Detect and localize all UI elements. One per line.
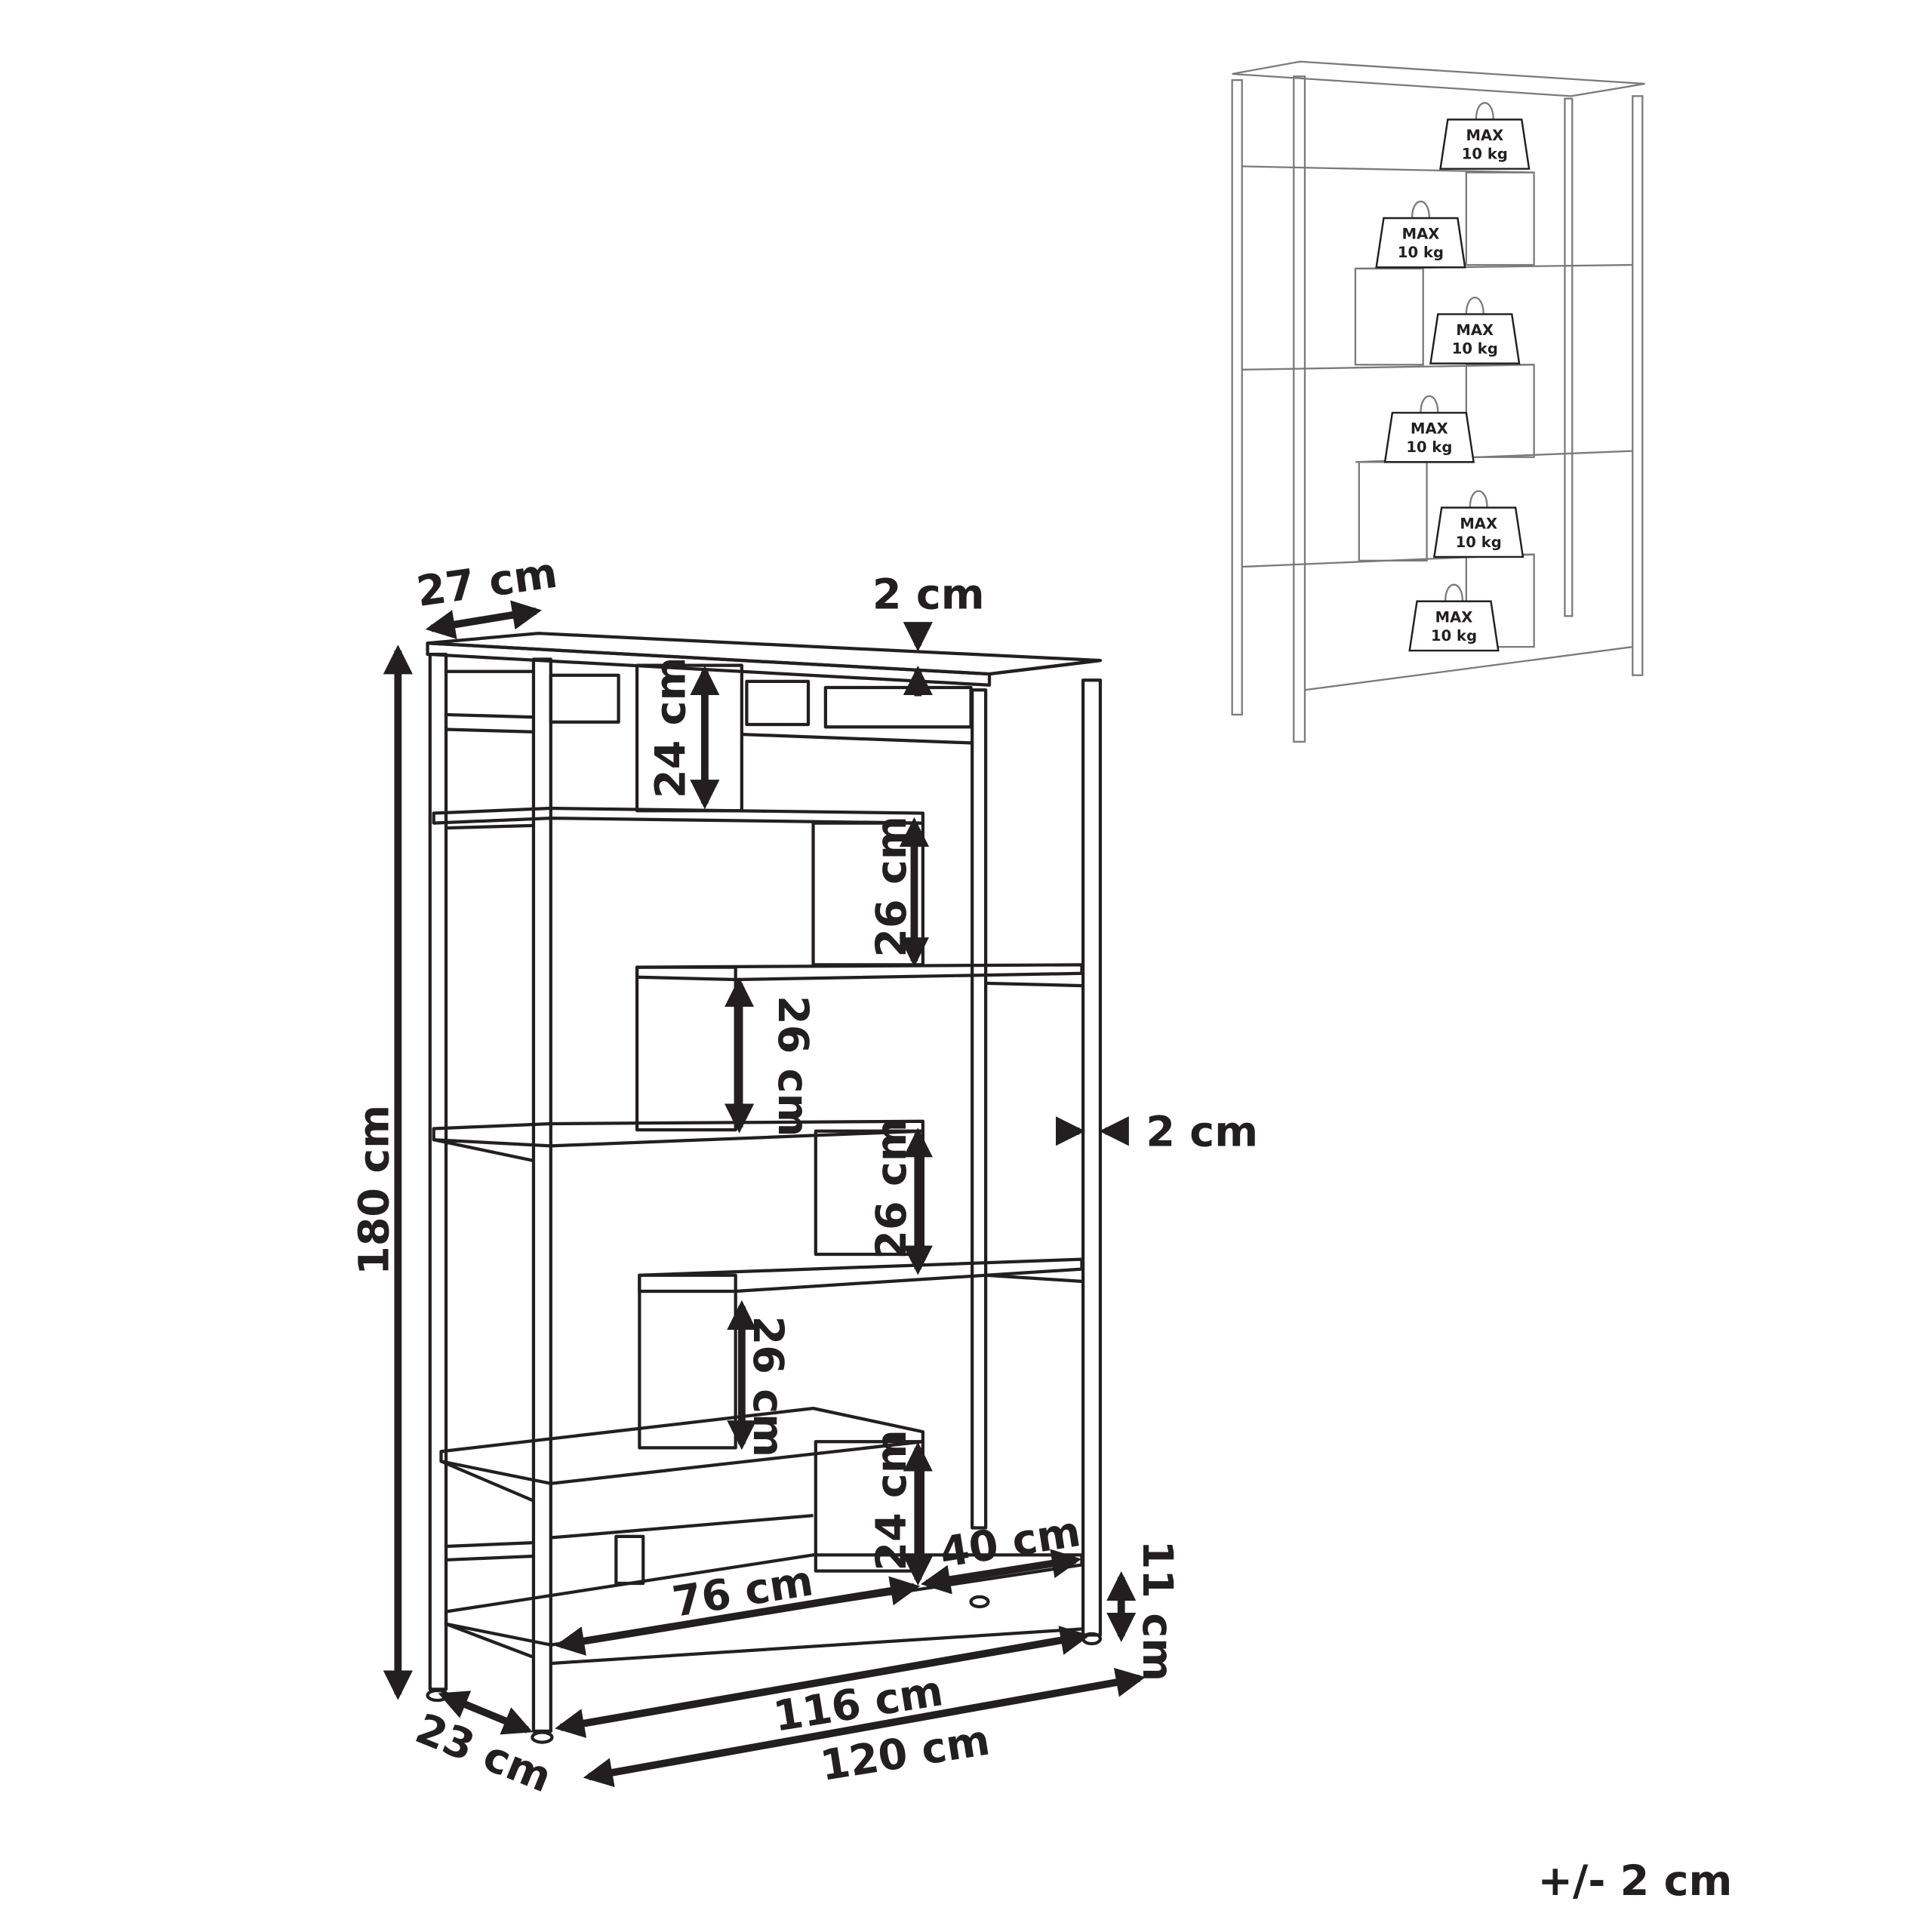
svg-text:MAX: MAX <box>1456 321 1494 339</box>
svg-text:MAX: MAX <box>1466 127 1503 144</box>
svg-text:10 kg: 10 kg <box>1462 146 1508 163</box>
svg-text:MAX: MAX <box>1411 420 1448 438</box>
weight-icon: MAX 10 kg <box>1439 102 1531 170</box>
label-shelf-gap-top: 24 cm <box>647 657 696 798</box>
label-shelf-width-left: 76 cm <box>669 1556 817 1626</box>
svg-text:10 kg: 10 kg <box>1452 340 1498 358</box>
dimension-arrows <box>383 600 1146 1788</box>
svg-text:10 kg: 10 kg <box>1398 244 1444 261</box>
svg-text:10 kg: 10 kg <box>1406 438 1452 456</box>
label-shelf-gap-3: 26 cm <box>768 995 817 1137</box>
label-shelf-gap-2: 26 cm <box>867 816 916 957</box>
svg-text:10 kg: 10 kg <box>1456 534 1502 551</box>
label-shelf-gap-5: 26 cm <box>743 1316 792 1457</box>
weight-icon: MAX 10 kg <box>1432 490 1524 558</box>
svg-text:MAX: MAX <box>1402 226 1440 243</box>
svg-text:10 kg: 10 kg <box>1431 627 1477 645</box>
tolerance-note: +/- 2 cm <box>1538 1857 1733 1906</box>
svg-text:MAX: MAX <box>1435 608 1473 626</box>
label-depth-top: 27 cm <box>414 549 561 617</box>
label-top-thickness: 2 cm <box>872 571 985 620</box>
label-leg-height: 11 cm <box>1133 1540 1182 1681</box>
label-depth-bottom: 23 cm <box>409 1704 558 1802</box>
label-shelf-gap-bottom: 24 cm <box>867 1429 916 1571</box>
label-height: 180 cm <box>349 1105 398 1275</box>
label-shelf-gap-4: 26 cm <box>867 1118 916 1259</box>
label-post-thickness: 2 cm <box>1146 1107 1258 1156</box>
svg-text:MAX: MAX <box>1460 515 1497 532</box>
